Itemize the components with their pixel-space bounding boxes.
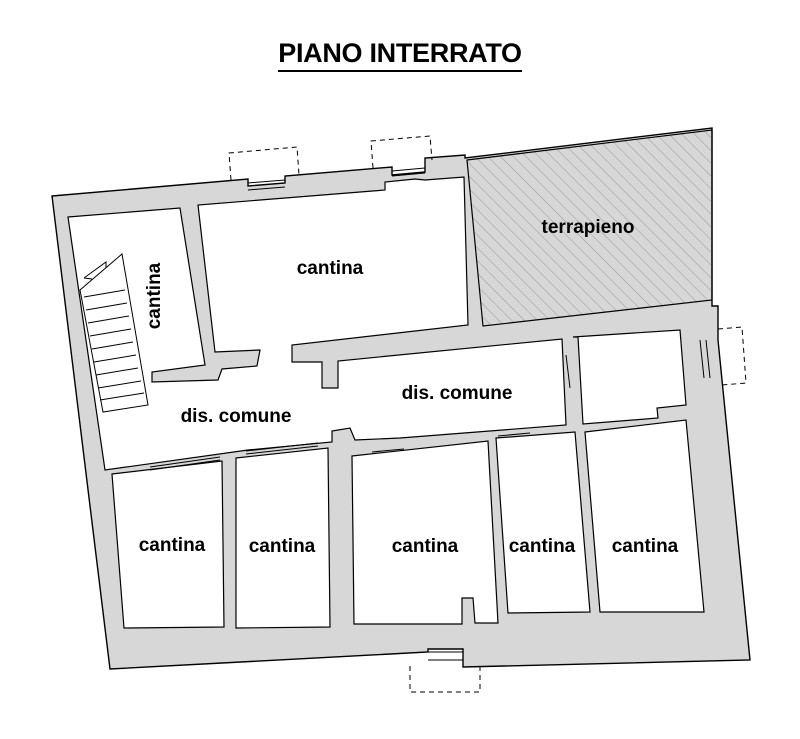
cantina-3-space <box>351 440 499 625</box>
plan-title: PIANO INTERRATO <box>0 38 800 72</box>
label-cantina-4: cantina <box>509 536 576 557</box>
label-dis-comune-left: dis. comune <box>181 406 292 427</box>
label-cantina-1: cantina <box>139 535 206 556</box>
cantina-2-space <box>235 447 331 629</box>
label-cantina-vertical: cantina <box>144 262 165 329</box>
cantina-4-space <box>495 431 591 614</box>
label-cantina-top: cantina <box>297 258 364 279</box>
window-wells <box>228 135 747 693</box>
label-cantina-2: cantina <box>249 536 316 557</box>
openings <box>149 167 711 661</box>
cantina-5-space <box>584 419 705 613</box>
terrapieno-zone <box>466 129 713 327</box>
right-corridor-space <box>572 329 687 425</box>
stair-cantina-space <box>67 176 567 471</box>
label-cantina-5: cantina <box>612 536 679 557</box>
label-dis-comune-right: dis. comune <box>402 383 513 404</box>
staircase <box>79 253 149 413</box>
label-terrapieno: terrapieno <box>542 217 635 238</box>
label-cantina-3: cantina <box>392 536 459 557</box>
